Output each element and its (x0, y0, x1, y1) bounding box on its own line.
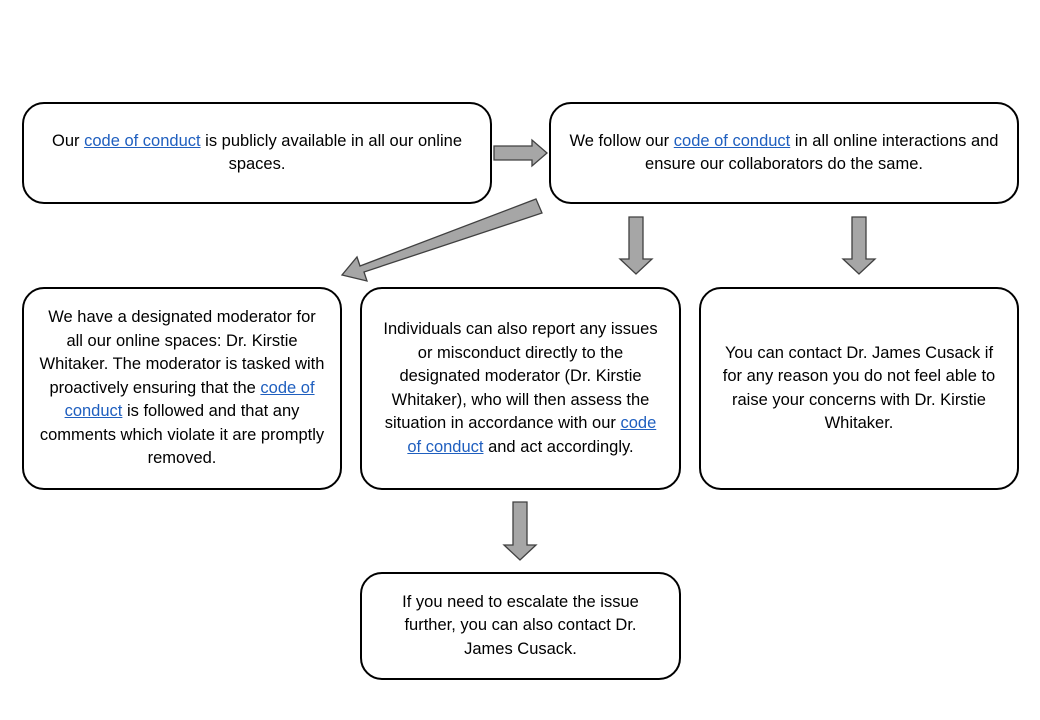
arrow-right-icon (493, 138, 548, 168)
arrow-diagonal-icon (340, 198, 543, 282)
arrow-down-icon (841, 216, 877, 275)
arrow-down-icon (502, 501, 538, 561)
escalate-text: If you need to escalate the issue furthe… (402, 592, 639, 658)
report-text: Individuals can also report any issues o… (383, 320, 658, 456)
report-box: Individuals can also report any issues o… (360, 287, 681, 490)
public-code-text: Our code of conduct is publicly availabl… (52, 131, 462, 174)
public-code-box: Our code of conduct is publicly availabl… (22, 102, 492, 204)
moderator-text: We have a designated moderator for all o… (39, 308, 325, 468)
moderator-box: We have a designated moderator for all o… (22, 287, 342, 490)
code-of-conduct-link[interactable]: code of conduct (673, 131, 791, 150)
contact-text: You can contact Dr. James Cusack if for … (722, 343, 996, 433)
follow-code-box: We follow our code of conduct in all onl… (549, 102, 1019, 204)
code-of-conduct-link[interactable]: code of conduct (84, 131, 201, 150)
contact-box: You can contact Dr. James Cusack if for … (699, 287, 1019, 490)
code-of-conduct-link[interactable]: code of conduct (64, 378, 315, 421)
escalate-box: If you need to escalate the issue furthe… (360, 572, 681, 680)
code-of-conduct-link[interactable]: code of conduct (407, 414, 657, 456)
arrow-down-icon (618, 216, 654, 275)
follow-code-text: We follow our code of conduct in all onl… (569, 131, 999, 174)
